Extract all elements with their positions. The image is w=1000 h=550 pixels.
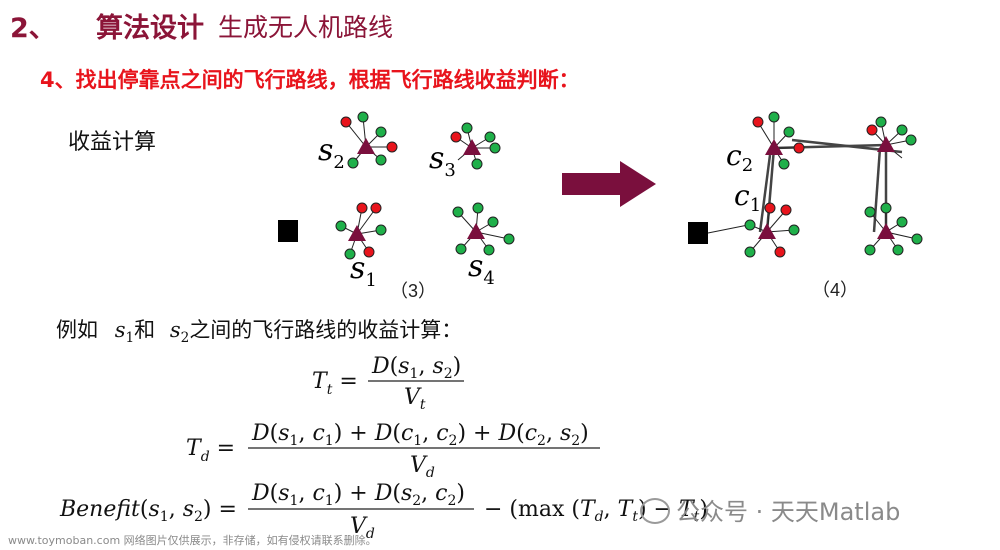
example-prefix: 例如 [56,318,98,342]
label-c2: c2 [726,139,753,176]
station-triangle-c2 [765,139,783,155]
station-triangle-bottom-right [877,223,895,239]
station-triangle-s1-4 [758,223,776,239]
transition-arrow [562,161,656,207]
cluster-s4 [452,202,515,256]
cluster-s3 [450,122,501,170]
formula-td: Td = D(s1, c1) + D(c1, c2) + D(c2, s2) V… [186,421,600,481]
example-suffix: 之间的飞行路线的收益计算： [189,318,463,342]
example-s2: s2 [169,318,190,346]
footer-notice: www.toymoban.com 网络图片仅供展示，非存储，如有侵权请联系删除。 [8,534,377,547]
station-triangle-s4 [467,223,485,239]
label-s3: s3 [429,141,456,181]
formula-tt: Tt = D(s1, s2) Vt [312,354,464,413]
page-title: 算法设计 [96,13,204,44]
diagram-3: s2 s3 s1 s4 （3） [278,111,515,301]
station-triangle-s3 [463,139,481,155]
label-c1: c1 [734,179,761,216]
example-and: 和 [134,318,156,342]
svg-text:D(s1, s2): D(s1, s2) [371,354,461,382]
station-triangle-s2 [357,138,375,154]
svg-text:Td =: Td = [186,436,235,465]
cluster-s1 [335,202,387,260]
label-s2: s2 [318,133,345,173]
title-number: 2、 [10,13,56,44]
label-s1: s1 [350,251,377,291]
wechat-icon [640,498,670,524]
formula-benefit: Benefit(s1, s2) = D(s1, c1) + D(s2, c2) … [59,481,708,542]
svg-text:Benefit(s1, s2) =: Benefit(s1, s2) = [59,497,237,525]
svg-text:Vd: Vd [410,453,435,481]
svg-text:D(s1, c1) + D(s2, c2): D(s1, c1) + D(s2, c2) [251,481,465,509]
page-subtitle: 生成无人机路线 [218,13,394,42]
diagram-4-label: （4） [812,280,858,300]
svg-text:Tt =: Tt = [312,369,358,398]
cluster-s2 [340,111,398,169]
depot-square-4 [688,222,708,244]
step-heading: 4、找出停靠点之间的飞行路线，根据飞行路线收益判断： [40,68,580,92]
watermark-text: 公众号 · 天天Matlab [676,498,901,526]
diagram-3-label: （3） [390,281,436,301]
watermark: 公众号 · 天天Matlab [640,492,900,527]
example-s1: s1 [114,318,135,346]
profit-calc-label: 收益计算 [68,130,157,155]
diagram-4: c2 c1 （4） [688,111,923,300]
svg-text:− (max (Td, Tt) − Tt): − (max (Td, Tt) − Tt) [484,497,708,525]
svg-text:D(s1, c1) + D(c1, c2) + D(c2,: D(s1, c1) + D(c1, c2) + D(c2, s2) [251,421,589,449]
station-triangle-top-right [877,136,895,152]
station-triangle-s1 [348,225,366,241]
depot-square [278,220,298,242]
example-line: 例如 s1和 s2之间的飞行路线的收益计算： [56,314,463,346]
svg-text:Vt: Vt [404,385,426,413]
